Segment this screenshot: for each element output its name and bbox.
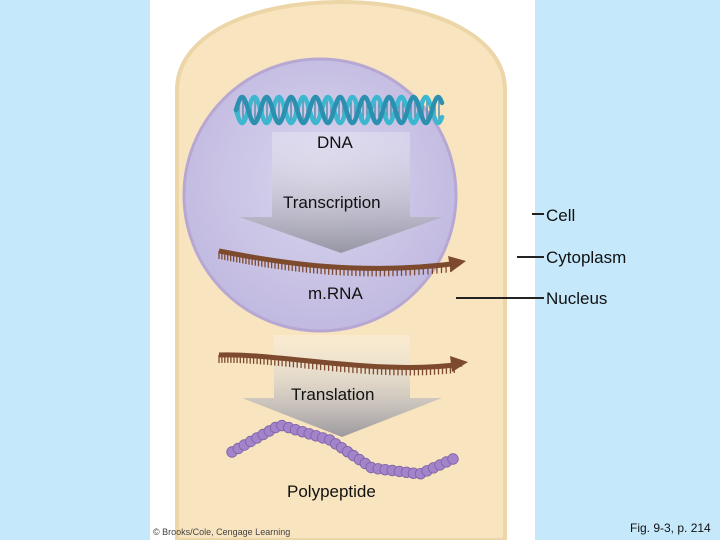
figure-reference: Fig. 9-3, p. 214 (630, 521, 711, 535)
mrna-nucleus-strand (218, 248, 466, 277)
polypeptide-chain (226, 419, 459, 480)
dna-label: DNA (317, 133, 353, 152)
mrna-label: m.RNA (308, 284, 363, 303)
cell-label: Cell (546, 206, 576, 225)
transcription-arrow (239, 132, 443, 253)
transcription-label: Transcription (283, 193, 381, 212)
polypeptide-label: Polypeptide (287, 482, 376, 501)
mrna-cytoplasm-strand (218, 352, 468, 376)
nucleus-label: Nucleus (546, 289, 608, 308)
amino-acid-bead (447, 453, 459, 465)
copyright-credit: © Brooks/Cole, Cengage Learning (153, 527, 291, 537)
translation-label: Translation (291, 385, 375, 404)
cytoplasm-label: Cytoplasm (546, 248, 627, 267)
dna-helix-icon (233, 94, 445, 126)
